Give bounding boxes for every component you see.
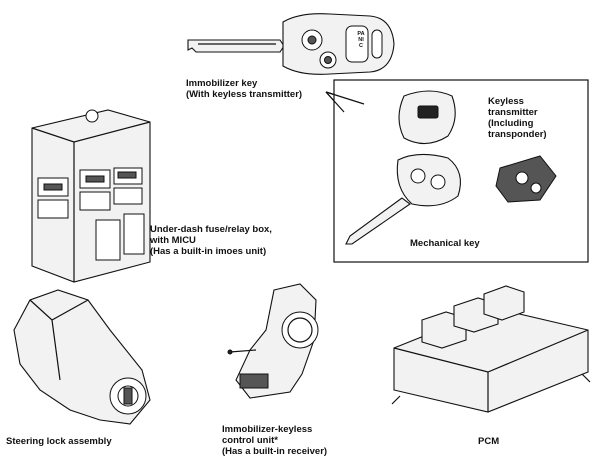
pcm-illustration <box>391 285 591 413</box>
control-unit-illustration <box>227 283 319 399</box>
key-panic-label: PANIC <box>357 31 365 49</box>
label-control-unit: Immobilizer-keyless control unit* (Has a… <box>222 424 328 457</box>
keyless-transmitter-illustration <box>398 90 456 145</box>
transponder-illustration <box>495 155 557 203</box>
label-immobilizer-key: Immobilizer key (With keyless transmitte… <box>186 78 303 100</box>
key-detail-callout <box>325 79 589 263</box>
fuse-box-illustration <box>31 109 151 283</box>
mechanical-key-illustration <box>345 153 461 245</box>
label-pcm: PCM <box>478 436 500 447</box>
label-mechanical-key: Mechanical key <box>410 238 480 249</box>
immobilizer-key-illustration <box>187 13 395 75</box>
label-steering-lock: Steering lock assembly <box>6 436 112 447</box>
label-keyless-transmitter: Keyless transmitter (Including transpond… <box>488 96 547 140</box>
label-fuse-box: Under-dash fuse/relay box, with MICU (Ha… <box>150 224 272 257</box>
steering-lock-illustration <box>13 289 151 425</box>
